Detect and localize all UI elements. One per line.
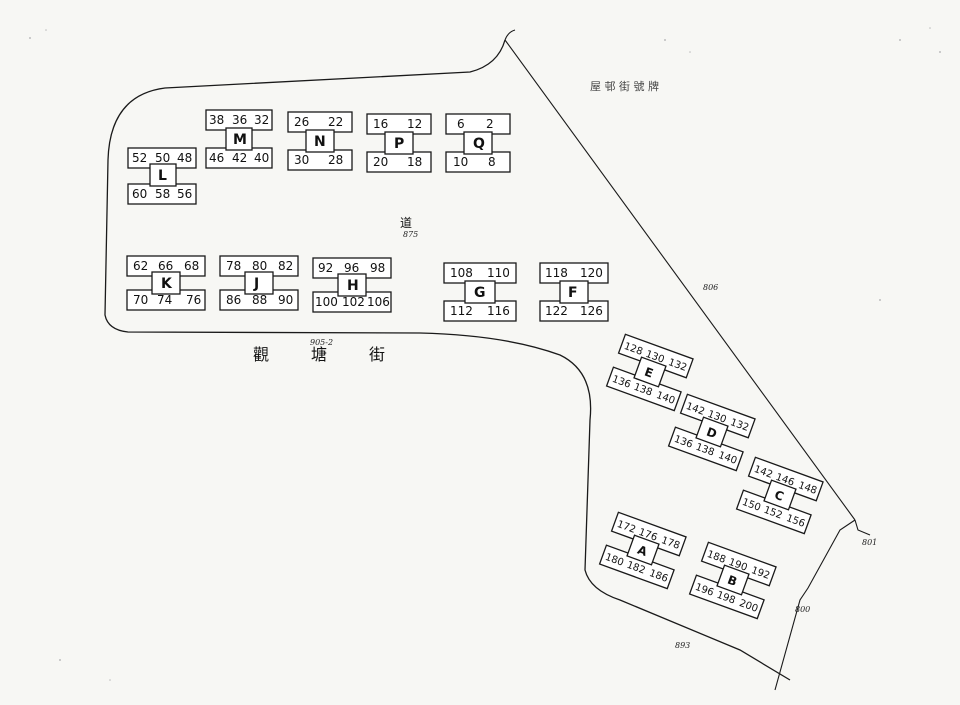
- street-name-char-2: 塘: [311, 345, 327, 364]
- block-label: G: [474, 285, 486, 301]
- unit-label: 66: [158, 259, 173, 273]
- unit-label: 82: [278, 259, 293, 273]
- block-label: P: [394, 136, 404, 152]
- unit-label: 10: [453, 155, 468, 169]
- block-label: F: [568, 285, 578, 301]
- street-name-char-1: 觀: [253, 345, 269, 364]
- unit-label: 76: [186, 293, 201, 307]
- block-h: 92 96 98 100 102 106 H: [312, 257, 392, 313]
- block-label: J: [253, 276, 259, 292]
- unit-label: 98: [370, 261, 385, 275]
- top-hook: [504, 29, 516, 41]
- unit-label: 40: [254, 151, 269, 165]
- block-label: Q: [473, 136, 485, 152]
- block-label: L: [158, 168, 167, 184]
- unit-label: 22: [328, 115, 343, 129]
- block-label: D: [705, 425, 719, 442]
- block-k: 62 66 68 70 74 76 K: [126, 255, 206, 311]
- unit-label: 116: [487, 304, 510, 318]
- block-e: 128 130 132 136 138 140 E: [605, 333, 694, 412]
- block-g: 108 110 112 116 G: [443, 262, 517, 322]
- unit-label: 78: [226, 259, 241, 273]
- unit-label: 46: [209, 151, 224, 165]
- unit-label: 90: [278, 293, 293, 307]
- unit-label: 38: [209, 113, 224, 127]
- block-label: M: [233, 132, 247, 148]
- unit-label: 112: [450, 304, 473, 318]
- unit-label: 52: [132, 151, 147, 165]
- right-lower-boundary: [774, 519, 871, 691]
- street-name-char-3: 街: [369, 345, 385, 364]
- block-a: 172 176 178 180 182 186 A: [598, 511, 687, 590]
- unit-label: 108: [450, 266, 473, 280]
- unit-label: 126: [580, 304, 603, 318]
- block-b: 188 190 192 196 198 200 B: [688, 541, 777, 620]
- block-n: 26 22 30 28 N: [287, 111, 353, 171]
- unit-label: 18: [407, 155, 422, 169]
- unit-label: 2: [486, 117, 494, 131]
- block-c: 142 146 148 150 152 156 C: [735, 456, 824, 535]
- unit-label: 80: [252, 259, 267, 273]
- diagonal-lot-line: [504, 39, 856, 521]
- unit-label: 56: [177, 187, 192, 201]
- unit-label: 6: [457, 117, 465, 131]
- unit-label: 30: [294, 153, 309, 167]
- lot-label-893: 893: [675, 641, 690, 650]
- unit-label: 48: [177, 151, 192, 165]
- unit-label: 102: [342, 295, 365, 309]
- unit-label: 26: [294, 115, 309, 129]
- unit-label: 122: [545, 304, 568, 318]
- unit-label: 110: [487, 266, 510, 280]
- lot-label-801: 801: [862, 538, 877, 547]
- unit-label: 28: [328, 153, 343, 167]
- block-label: B: [726, 573, 739, 589]
- unit-label: 20: [373, 155, 388, 169]
- block-label: K: [161, 276, 173, 292]
- unit-label: 16: [373, 117, 388, 131]
- block-q: 6 2 10 8 Q: [445, 113, 511, 173]
- mid-road-sublabel: 875: [403, 230, 418, 239]
- block-d: 142 130 132 136 138 140 D: [667, 393, 756, 472]
- unit-label: 100: [315, 295, 338, 309]
- unit-label: 12: [407, 117, 422, 131]
- header-text: 屋 邨 街 號 牌: [590, 79, 659, 93]
- unit-label: 62: [133, 259, 148, 273]
- block-f: 118 120 122 126 F: [539, 262, 609, 322]
- street-lot-label: 905-2: [310, 338, 333, 347]
- unit-label: 70: [133, 293, 148, 307]
- unit-label: 60: [132, 187, 147, 201]
- unit-label: 58: [155, 187, 170, 201]
- site-boundary: [104, 39, 791, 681]
- scan-noise: [29, 27, 941, 681]
- unit-label: 74: [157, 293, 172, 307]
- unit-label: 86: [226, 293, 241, 307]
- block-p: 16 12 20 18 P: [366, 113, 432, 173]
- unit-label: 8: [488, 155, 496, 169]
- block-label: H: [347, 278, 359, 294]
- unit-label: 106: [367, 295, 390, 309]
- mid-road-label: 道: [400, 216, 412, 230]
- unit-label: 96: [344, 261, 359, 275]
- unit-label: 32: [254, 113, 269, 127]
- unit-label: 92: [318, 261, 333, 275]
- lot-label-800: 800: [795, 605, 810, 614]
- lot-label-806: 806: [703, 283, 718, 292]
- unit-label: 120: [580, 266, 603, 280]
- unit-label: 42: [232, 151, 247, 165]
- unit-label: 36: [232, 113, 247, 127]
- unit-label: 88: [252, 293, 267, 307]
- block-j: 78 80 82 86 88 90 J: [219, 255, 299, 311]
- unit-label: 50: [155, 151, 170, 165]
- block-label: N: [314, 134, 326, 150]
- block-l: 52 50 48 60 58 56 L: [127, 147, 197, 205]
- unit-label: 118: [545, 266, 568, 280]
- unit-label: 68: [184, 259, 199, 273]
- block-m: 38 36 32 46 42 40 M: [205, 109, 273, 169]
